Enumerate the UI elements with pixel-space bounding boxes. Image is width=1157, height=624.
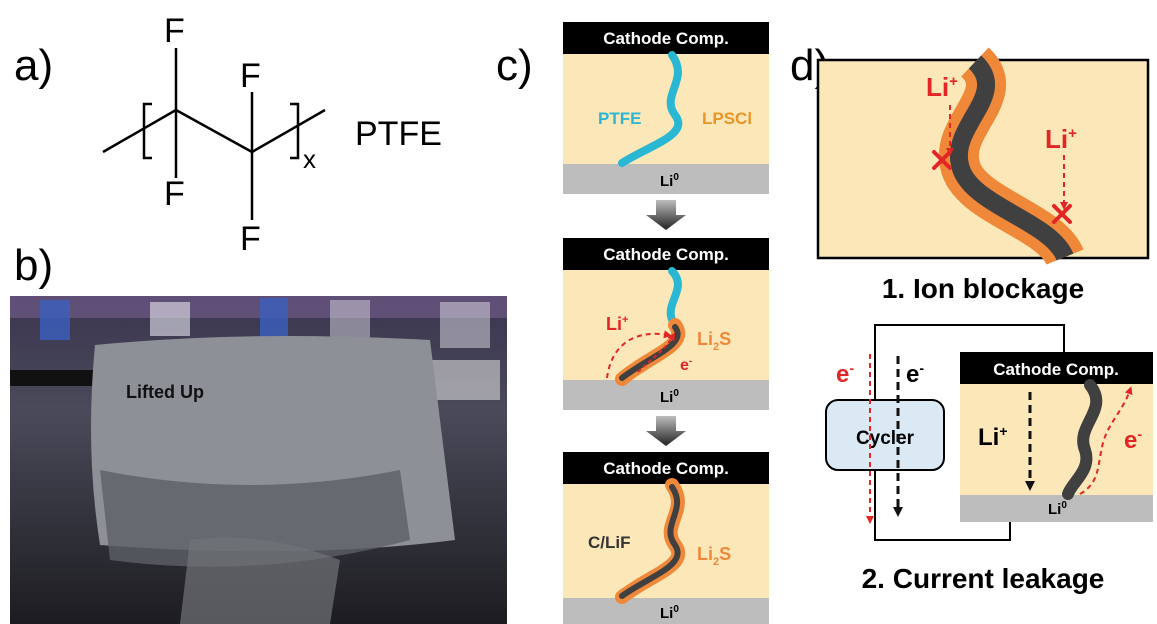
step3-header: Cathode Comp. (603, 459, 729, 478)
d-electron-black: e- (906, 360, 924, 388)
leakage-fiber (1062, 379, 1103, 500)
molecule-name: PTFE (355, 115, 442, 153)
d-electron-right: e- (1124, 426, 1142, 454)
panel-letter-c: c) (496, 41, 533, 90)
caption-current-leakage: 2. Current leakage (862, 563, 1105, 594)
panel-letter-a: a) (14, 41, 53, 90)
ion-blockage-diagram: Li+ Li+ (816, 47, 1150, 267)
panel-c-step-1: Cathode Comp. PTFE LPSCl Li0 (563, 22, 769, 194)
panel-letter-b: b) (14, 241, 53, 290)
process-arrow-2 (646, 416, 686, 446)
ptfe-label: PTFE (598, 109, 641, 128)
panel-c-step-3: Cathode Comp. C/LiF Li2S Li0 (563, 452, 769, 624)
step2-li-ion: Li+ (606, 314, 628, 334)
step2-substrate: Li0 (660, 388, 679, 406)
external-circuit (874, 324, 1065, 541)
step1-substrate: Li0 (660, 172, 679, 190)
lpscl-label: LPSCl (702, 109, 752, 128)
step2-li2s-label: Li2S (697, 329, 731, 353)
d-ion-label: Li+ (978, 423, 1008, 451)
atom-f-bottom-left: F (164, 175, 185, 213)
step1-header: Cathode Comp. (603, 29, 729, 48)
step2-electron-label: e- (680, 356, 692, 374)
process-arrow-1 (646, 200, 686, 230)
step3-li2s-label: Li2S (697, 544, 731, 568)
panel-c-step-2: Cathode Comp. Li+ Li2S e- Li0 (563, 238, 769, 410)
ion-label-2: Li+ (1045, 124, 1077, 154)
block-mark-icon (932, 150, 1072, 224)
cycler-label: Cycler (856, 428, 915, 449)
atom-f-bottom-right: F (240, 220, 261, 258)
blocking-core (949, 55, 1074, 262)
atom-f-top-left: F (164, 12, 185, 50)
step3-substrate: Li0 (660, 604, 679, 622)
atom-f-top-right: F (240, 57, 261, 95)
ptfe-structure (102, 48, 326, 220)
d-substrate: Li0 (1048, 500, 1067, 518)
current-leakage-diagram: Cycler Cathode Comp. Li0 Li+ e- e- e- (825, 324, 1153, 541)
ptfe-fiber (618, 51, 682, 167)
carbon-core-full (619, 484, 681, 599)
d-electron-left: e- (836, 360, 854, 388)
step2-header: Cathode Comp. (603, 245, 729, 264)
d-header: Cathode Comp. (993, 360, 1119, 379)
cycler-box (825, 399, 945, 471)
caption-ion-blockage: 1. Ion blockage (882, 273, 1084, 304)
photo-label: Lifted Up (126, 382, 204, 402)
leakage-electron-path (1079, 386, 1133, 495)
repeat-subscript: x (303, 144, 316, 174)
ptfe-film-photo: Lifted Up (10, 296, 507, 624)
ion-label-1: Li+ (926, 72, 958, 102)
carbon-core (619, 324, 681, 381)
c-lif-label: C/LiF (588, 533, 631, 552)
li-ion-path (606, 330, 672, 379)
